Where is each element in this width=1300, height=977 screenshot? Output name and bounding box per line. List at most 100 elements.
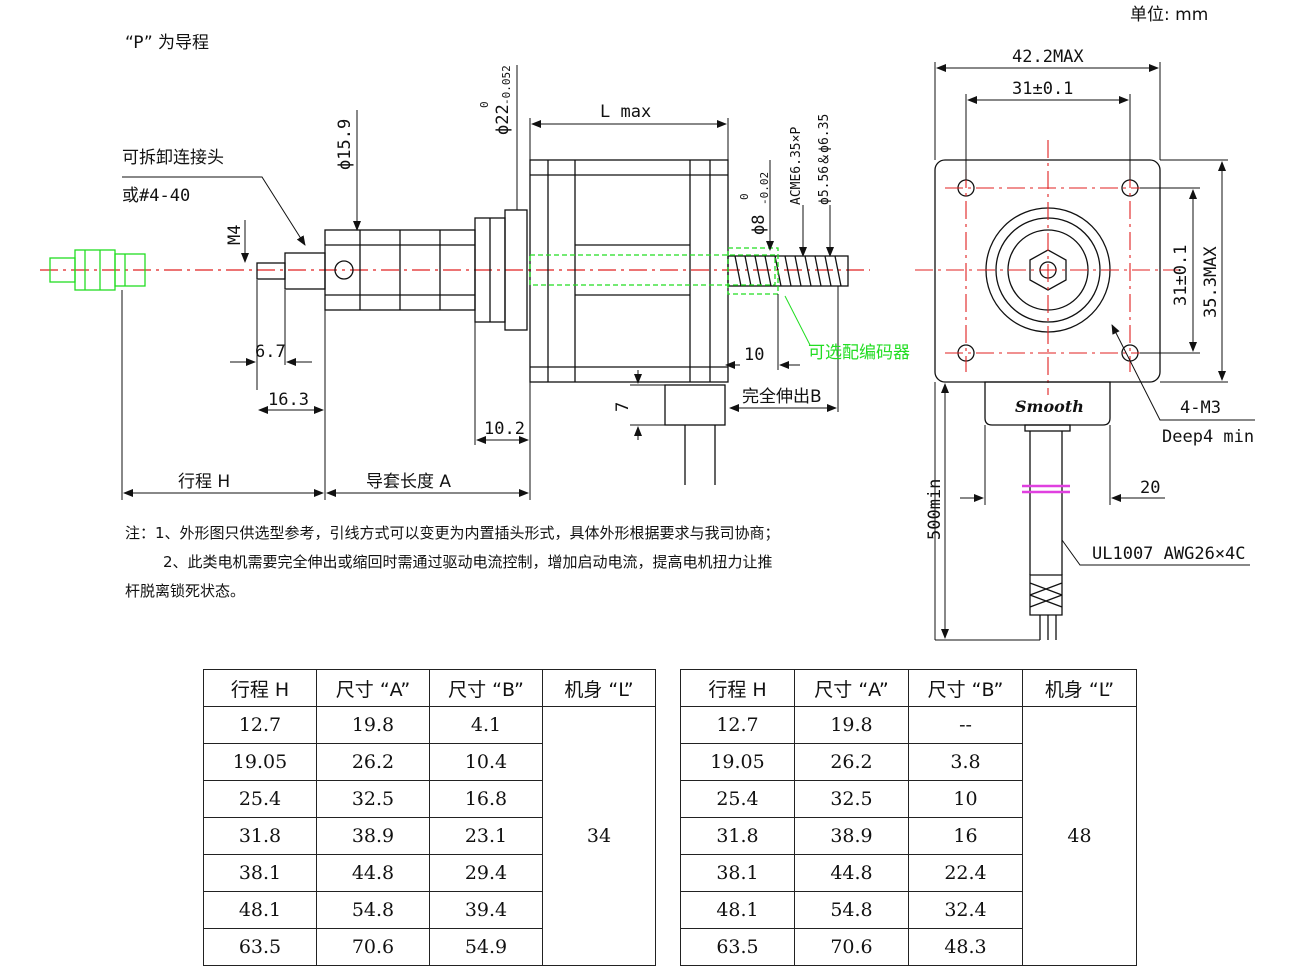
note-line-2: 2、此类电机需要完全伸出或缩回时需通过驱动电流控制，增加启动电流，提高电机扭力让… xyxy=(163,553,773,571)
dim-10: 10 xyxy=(744,345,764,365)
cell: 54.8 xyxy=(316,891,430,929)
cell: 19.8 xyxy=(316,706,430,744)
width-31-label: 31±0.1 xyxy=(1012,79,1073,99)
cell: 12.7 xyxy=(680,706,795,744)
header-stroke: 行程 H xyxy=(203,669,317,707)
encoder-label: 可选配编码器 xyxy=(808,343,910,363)
cell: 19.05 xyxy=(203,743,317,781)
m3-label: 4-M3 xyxy=(1180,398,1221,418)
phi22-tol-bot: -0.052 xyxy=(500,65,513,105)
detachable-connector-label: 可拆卸连接头 xyxy=(122,148,224,168)
dim-500: 500min xyxy=(925,479,945,540)
dim-20: 20 xyxy=(1140,478,1160,498)
thread-label: 或#4-40 xyxy=(122,186,190,206)
cell: 31.8 xyxy=(203,817,317,855)
lmax-label: L max xyxy=(600,102,651,122)
cell: 70.6 xyxy=(794,928,909,966)
phi22-label: ϕ22 xyxy=(493,104,513,135)
m4-label: M4 xyxy=(225,225,245,245)
cell: 26.2 xyxy=(794,743,909,781)
dim-6-7: 6.7 xyxy=(255,342,286,362)
connector-green xyxy=(49,249,146,291)
push-rod-tip xyxy=(256,262,286,280)
width-42-label: 42.2MAX xyxy=(1012,47,1084,67)
deep-label: Deep4 min xyxy=(1162,427,1254,447)
cell: 23.1 xyxy=(429,817,543,855)
header-a: 尺寸 “A” xyxy=(316,669,430,707)
phi8-tol-top: 0 xyxy=(738,193,751,200)
cell: -- xyxy=(908,706,1023,744)
cell: 31.8 xyxy=(680,817,795,855)
dim-7: 7 xyxy=(613,402,633,412)
push-rod xyxy=(284,252,326,290)
note-line-1: 注：1、外形图只供选型参考，引线方式可以变更为内置插头形式，具体外形根据要求与我… xyxy=(125,524,780,542)
phi556-label: ϕ5.56＆ϕ6.35 xyxy=(817,114,832,205)
cell: 25.4 xyxy=(680,780,795,818)
header-stroke: 行程 H xyxy=(680,669,795,707)
cell: 29.4 xyxy=(429,854,543,892)
cell: 32.4 xyxy=(908,891,1023,929)
cell: 32.5 xyxy=(794,780,909,818)
front-dimensions xyxy=(934,62,1255,641)
table-header-row: 行程 H 尺寸 “A” 尺寸 “B” 机身 “L” xyxy=(203,669,656,707)
header-b: 尺寸 “B” xyxy=(429,669,543,707)
note-line-3: 杆脱离锁死状态。 xyxy=(125,582,246,600)
cell: 70.6 xyxy=(316,928,430,966)
body-length-cell: 34 xyxy=(542,706,656,966)
cell: 26.2 xyxy=(316,743,430,781)
brand-logo: Smooth xyxy=(1015,397,1084,416)
full-extend-label: 完全伸出B xyxy=(742,387,822,407)
cell: 38.9 xyxy=(316,817,430,855)
cell: 63.5 xyxy=(680,928,795,966)
motor-body xyxy=(529,159,729,383)
cell: 25.4 xyxy=(203,780,317,818)
phi159-label: ϕ15.9 xyxy=(335,119,355,170)
cable-braid xyxy=(1029,574,1063,616)
encoder-outline xyxy=(727,247,779,295)
phi8-label: ϕ8 xyxy=(749,215,769,235)
lead-note: “P” 为导程 xyxy=(125,33,209,53)
dim-16-3: 16.3 xyxy=(268,390,309,410)
cable-label: UL1007 AWG26×4C xyxy=(1092,544,1246,564)
cell: 38.1 xyxy=(203,854,317,892)
cell: 48.3 xyxy=(908,928,1023,966)
cell: 38.1 xyxy=(680,854,795,892)
cable-exit xyxy=(664,384,726,426)
phi8-tol-bot: -0.02 xyxy=(758,172,771,205)
cell: 16.8 xyxy=(429,780,543,818)
side-view xyxy=(40,65,870,500)
cell: 63.5 xyxy=(203,928,317,966)
cell: 48.1 xyxy=(203,891,317,929)
cell: 19.8 xyxy=(794,706,909,744)
sleeve-a-label: 导套长度 A xyxy=(366,472,451,492)
header-l: 机身 “L” xyxy=(1022,669,1137,707)
cell: 16 xyxy=(908,817,1023,855)
dim-10-2: 10.2 xyxy=(484,419,525,439)
cell: 54.9 xyxy=(429,928,543,966)
cell: 38.9 xyxy=(794,817,909,855)
cell: 12.7 xyxy=(203,706,317,744)
header-a: 尺寸 “A” xyxy=(794,669,909,707)
height-31-label: 31±0.1 xyxy=(1171,245,1191,306)
side-dimensions xyxy=(121,65,839,500)
header-b: 尺寸 “B” xyxy=(908,669,1023,707)
cell: 4.1 xyxy=(429,706,543,744)
height-35-label: 35.3MAX xyxy=(1201,246,1221,318)
sleeve-pin-hole xyxy=(334,260,354,280)
cell: 32.5 xyxy=(316,780,430,818)
cell: 22.4 xyxy=(908,854,1023,892)
front-view xyxy=(915,62,1255,641)
